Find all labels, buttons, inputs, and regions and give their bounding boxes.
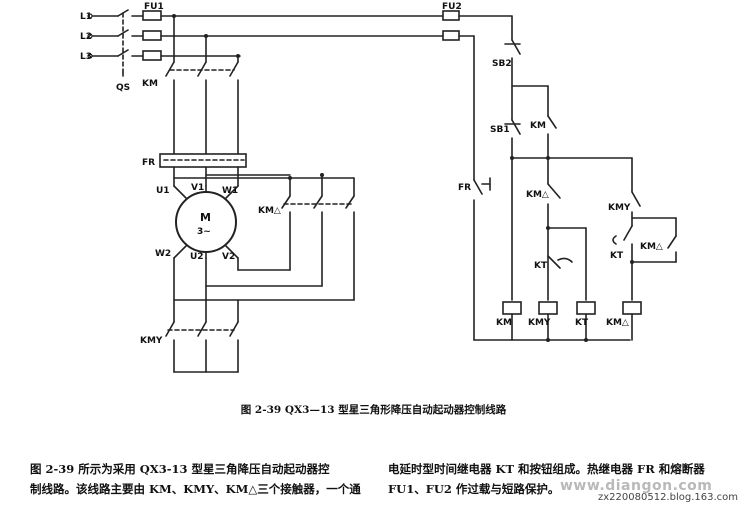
- label-v2: V2: [222, 252, 235, 262]
- label-coil-kmy: KMY: [528, 318, 551, 328]
- label-coil-km: KM: [496, 318, 512, 328]
- label-w1: W1: [222, 186, 238, 196]
- motor-phase-label: 3~: [197, 227, 211, 237]
- watermark: www.diangon.com: [560, 478, 713, 494]
- label-coil-kt: KT: [575, 318, 589, 328]
- label-u1: U1: [156, 186, 170, 196]
- label-v1: V1: [191, 183, 204, 193]
- label-kt-contact: KT: [610, 251, 624, 261]
- label-km-y-ctrl: KMY: [608, 203, 631, 213]
- label-kt-timed: KT: [534, 261, 548, 271]
- label-fr-main: FR: [142, 158, 155, 168]
- label-coil-kmd: KM△: [606, 318, 629, 328]
- body-paragraph-left: 图 2-39 所示为采用 QX3-13 型星三角降压自动起动器控 制线路。该线路…: [30, 462, 361, 496]
- label-km-delta-main: KM△: [258, 206, 281, 216]
- label-u2: U2: [190, 252, 204, 262]
- diagram-labels: L1 L2 L3 QS FU1 FU2 KM FR U1 V1 W1 W2 U2…: [80, 2, 663, 346]
- label-l3: L3: [80, 52, 92, 62]
- label-km-delta-int: KM△: [640, 242, 663, 252]
- label-qs: QS: [116, 83, 130, 93]
- label-w2: W2: [155, 249, 171, 259]
- figure-caption: 图 2-39 QX3—13 型星三角形降压自动起动器控制线路: [240, 404, 507, 416]
- label-fu2: FU2: [442, 2, 462, 12]
- label-km-y-main: KMY: [140, 336, 163, 346]
- label-sb2: SB2: [492, 59, 512, 69]
- label-fu1: FU1: [144, 2, 164, 12]
- label-sb1: SB1: [490, 125, 510, 135]
- label-km-hold: KM: [530, 121, 546, 131]
- label-km-delta-ctrl: KM△: [526, 190, 549, 200]
- control-circuit: [473, 15, 677, 342]
- label-l2: L2: [80, 32, 92, 42]
- watermark-small: zx220080512.blog.163.com: [598, 492, 738, 503]
- label-fr-ctrl: FR: [458, 183, 471, 193]
- label-km-main: KM: [142, 79, 158, 89]
- body-paragraph-right: 电延时型时间继电器 KT 和按钮组成。热继电器 FR 和熔断器 FU1、FU2 …: [388, 462, 705, 496]
- main-circuit: [159, 15, 355, 373]
- supply-lines: [87, 9, 513, 77]
- motor-label: M: [200, 211, 211, 224]
- label-l1: L1: [80, 12, 92, 22]
